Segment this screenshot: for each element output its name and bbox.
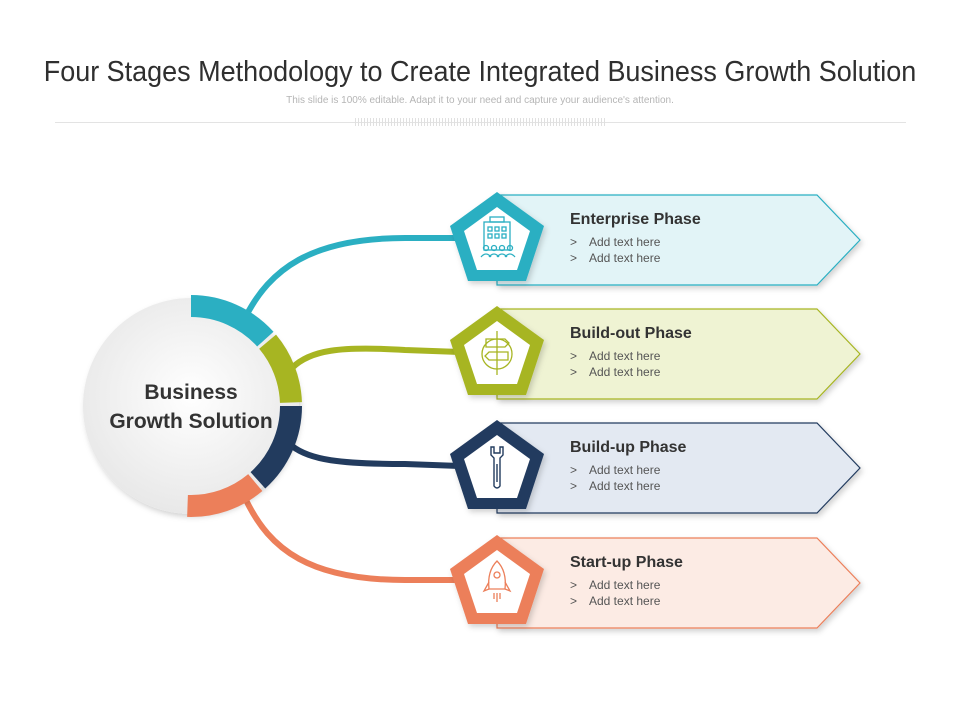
phase-bullet: > Add text here	[570, 250, 830, 266]
bullet-marker: >	[570, 251, 578, 265]
phase-bullet: > Add text here	[570, 348, 830, 364]
divider-accent	[355, 118, 607, 126]
bullet-marker: >	[570, 235, 578, 249]
center-label: Business Growth Solution	[100, 378, 282, 436]
bullet-text: Add text here	[589, 251, 661, 265]
bullet-text: Add text here	[589, 578, 661, 592]
rocket-icon	[482, 560, 512, 602]
connector-enterprise	[243, 235, 460, 318]
phase-bullet: > Add text here	[570, 462, 830, 478]
phase-bullet: > Add text here	[570, 593, 830, 609]
phase-bullet: > Add text here	[570, 478, 830, 494]
ring-segment-build-out	[258, 334, 302, 404]
page-title: Four Stages Methodology to Create Integr…	[43, 56, 917, 88]
wrench-icon	[490, 446, 504, 489]
bullet-text: Add text here	[589, 365, 661, 379]
ring-segment-start-up	[187, 473, 263, 517]
bullet-marker: >	[570, 365, 578, 379]
bullet-text: Add text here	[589, 594, 661, 608]
phase-bullet: > Add text here	[570, 577, 830, 593]
phase-start-up: Start-up Phase > Add text here > Add text …	[570, 554, 830, 609]
bullet-marker: >	[570, 594, 578, 608]
connector-start-up	[243, 498, 460, 583]
signpost-icon	[481, 331, 513, 375]
center-label-line1: Business	[144, 381, 238, 404]
ring-segment-enterprise	[190, 295, 274, 347]
phase-enterprise: Enterprise Phase > Add text here > Add tex…	[570, 211, 830, 266]
pentagon-start-up	[450, 535, 544, 624]
phase-title: Enterprise Phase	[570, 211, 701, 228]
center-circle	[83, 298, 299, 514]
bullet-marker: >	[570, 463, 578, 477]
bullet-text: Add text here	[589, 349, 661, 363]
phase-title: Build-up Phase	[570, 439, 687, 456]
bullet-marker: >	[570, 578, 578, 592]
phase-build-up: Build-up Phase > Add text here > Add text …	[570, 439, 830, 494]
ring-segment-build-up	[250, 405, 302, 489]
phase-title: Start-up Phase	[570, 554, 683, 571]
bullet-text: Add text here	[589, 479, 661, 493]
center-label-line2: Growth Solution	[109, 410, 273, 433]
connector-build-out	[289, 345, 461, 371]
bullet-marker: >	[570, 479, 578, 493]
page-subtitle: This slide is 100% editable. Adapt it to…	[286, 95, 674, 106]
building-icon	[480, 216, 516, 258]
bullet-text: Add text here	[589, 235, 661, 249]
connector-build-up	[290, 443, 461, 469]
phase-bullet: > Add text here	[570, 234, 830, 250]
phase-build-out: Build-out Phase > Add text here > Add text…	[570, 325, 830, 380]
bullet-text: Add text here	[589, 463, 661, 477]
phase-title: Build-out Phase	[570, 325, 692, 342]
bullet-marker: >	[570, 349, 578, 363]
phase-bullet: > Add text here	[570, 364, 830, 380]
